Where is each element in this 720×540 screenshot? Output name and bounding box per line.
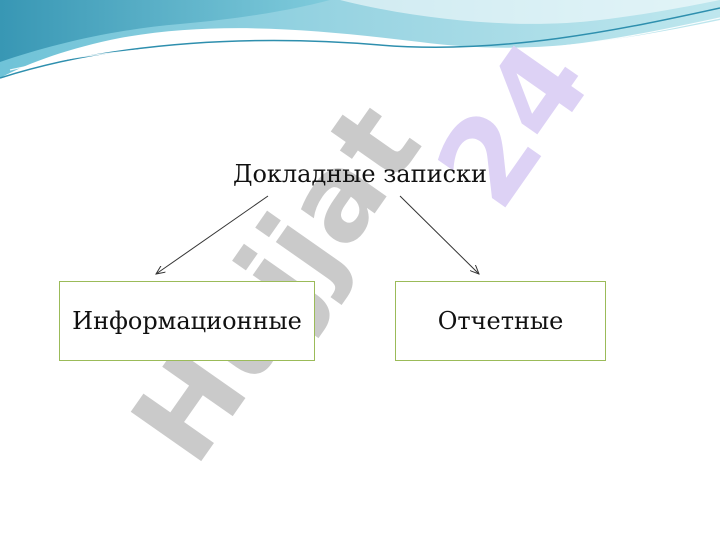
node-reporting-label: Отчетные	[437, 307, 564, 335]
arrow-to-informational	[156, 195, 269, 274]
header-wave-decoration	[0, 0, 720, 79]
node-informational-label: Информационные	[72, 307, 302, 335]
node-informational: Информационные	[59, 281, 315, 361]
diagram-title: Докладные записки	[232, 160, 488, 188]
node-reporting: Отчетные	[395, 281, 606, 361]
arrow-to-reporting	[399, 195, 479, 274]
